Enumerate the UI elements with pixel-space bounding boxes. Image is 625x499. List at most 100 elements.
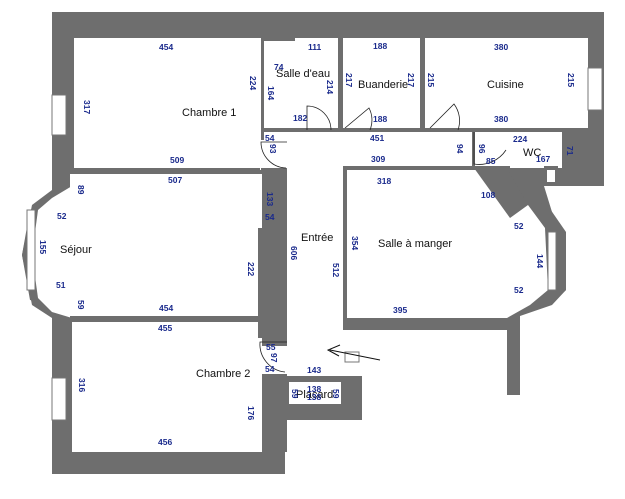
dim-454b: 454: [159, 303, 173, 313]
interior-walls: [70, 38, 568, 452]
dimension-labels: 454 317 224 509 111 74 164 214 182 188 2…: [38, 41, 576, 447]
window-salle-manger: [547, 231, 557, 291]
wc-floor: [474, 132, 564, 168]
salle-manger-bay-floor: [480, 170, 548, 318]
wall-bu-cu: [420, 38, 425, 130]
placard-floor: [289, 382, 341, 404]
wall-c1-bottom: [70, 168, 260, 174]
dim-507: 507: [168, 175, 182, 185]
sejour-bay-floor: [32, 186, 72, 318]
entree-floor: [287, 168, 343, 376]
dim-108: 108: [481, 190, 495, 200]
room-label-wc: WC: [523, 147, 541, 159]
door-cuisine: [429, 103, 460, 131]
dim-cu-left: 215: [426, 73, 436, 87]
dim-se-214: 214: [325, 80, 335, 94]
dim-bu-top: 188: [373, 41, 387, 51]
dim-54c: 54: [265, 364, 275, 374]
dim-wc-71: 71: [565, 146, 575, 156]
dim-se-74: 74: [274, 62, 284, 72]
cuisine-floor: [425, 38, 588, 128]
dim-512: 512: [331, 263, 341, 277]
window-chambre2: [51, 377, 67, 421]
wall-hall-sm-top: [343, 166, 475, 170]
dim-318: 318: [377, 176, 391, 186]
dim-606: 606: [289, 246, 299, 260]
wall-wc-sm: [474, 166, 510, 170]
wall-se-corner: [264, 38, 295, 41]
dim-bu-bottom: 188: [373, 114, 387, 124]
wall-placard-bottom: [285, 404, 362, 420]
room-label-entree: Entrée: [301, 232, 333, 244]
entry-arrow-head: [326, 344, 341, 357]
dim-se-182: 182: [293, 113, 307, 123]
room-label-cuisine: Cuisine: [487, 79, 524, 91]
wc-chimney-hole: [547, 170, 555, 182]
room-label-salle-manger: Salle à manger: [378, 238, 452, 250]
dim-52a: 52: [57, 211, 67, 221]
dim-94: 94: [455, 144, 465, 154]
dim-97: 97: [269, 353, 279, 363]
dim-51: 51: [56, 280, 66, 290]
dim-89: 89: [76, 185, 86, 195]
salle-eau-upper-floor: [295, 38, 338, 56]
window-cuisine: [587, 67, 603, 111]
dim-placard-59a: 59: [290, 389, 300, 399]
dim-59: 59: [76, 300, 86, 310]
dim-54b: 54: [265, 212, 275, 222]
door-wc: [473, 132, 507, 165]
windows: [26, 67, 603, 421]
chambre2-floor: [72, 322, 262, 452]
dim-placard-138a: 138: [307, 384, 321, 394]
hall-upper-floor: [264, 132, 474, 168]
dim-143: 143: [307, 365, 321, 375]
dim-cu-bottom: 380: [494, 114, 508, 124]
dim-451: 451: [370, 133, 384, 143]
wall-sejour-hall-low: [258, 228, 287, 338]
door-buanderie: [344, 107, 373, 131]
wall-sejour-hall: [262, 174, 287, 228]
dim-316: 316: [77, 378, 87, 392]
dim-144: 144: [535, 254, 545, 268]
chambre1-floor: [74, 38, 261, 168]
dim-133: 133: [265, 192, 275, 206]
dim-cu-right: 215: [566, 73, 576, 87]
door-salle-eau: [306, 105, 332, 131]
door-chambre2: [259, 341, 287, 373]
dim-placard-59b: 59: [331, 389, 341, 399]
dim-c1-top: 454: [159, 42, 173, 52]
dim-52b: 52: [514, 221, 524, 231]
room-label-chambre1: Chambre 1: [182, 107, 236, 119]
dim-354: 354: [350, 236, 360, 250]
room-label-placard: Placard: [296, 389, 333, 401]
dim-55: 55: [266, 342, 276, 352]
dim-309: 309: [371, 154, 385, 164]
wall-wc-right: [562, 132, 568, 168]
wall-top-hall: [264, 128, 564, 132]
wall-hall-sm: [343, 166, 347, 330]
dim-c1-right: 224: [248, 76, 258, 90]
dim-176: 176: [246, 406, 256, 420]
room-label-buanderie: Buanderie: [358, 79, 408, 91]
dim-c1-bottom: 509: [170, 155, 184, 165]
buanderie-floor: [343, 38, 420, 128]
room-labels: Chambre 1 Salle d'eau Buanderie Cuisine …: [60, 68, 541, 401]
dim-wc-224: 224: [513, 134, 527, 144]
dim-155: 155: [38, 240, 48, 254]
dim-wc-167: 167: [536, 154, 550, 164]
wall-c1-se: [261, 38, 264, 130]
dim-96: 96: [477, 144, 487, 154]
entry-arrow-shaft: [329, 349, 381, 361]
room-label-chambre2: Chambre 2: [196, 368, 250, 380]
dim-bu-left: 217: [344, 73, 354, 87]
dim-93: 93: [268, 144, 278, 154]
dim-54a: 54: [265, 133, 275, 143]
dim-cu-top: 380: [494, 42, 508, 52]
window-entree: [344, 351, 360, 363]
sejour-floor: [70, 174, 262, 316]
room-label-sejour: Séjour: [60, 244, 92, 256]
dim-c1-left: 317: [82, 100, 92, 114]
dim-455: 455: [158, 323, 172, 333]
door-chambre1: [260, 141, 287, 169]
